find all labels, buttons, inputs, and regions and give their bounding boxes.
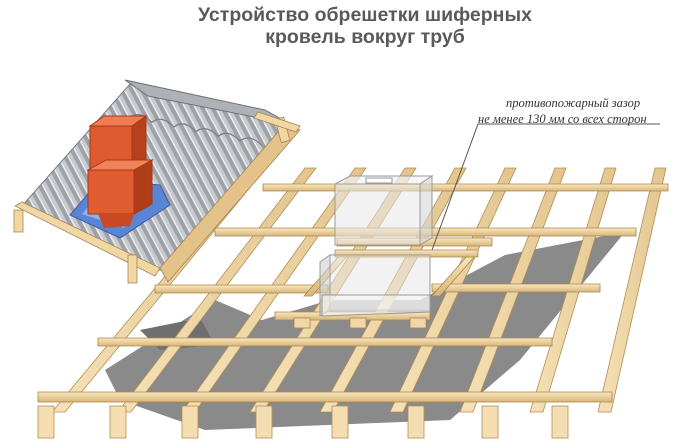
callout-line-2: не менее 130 мм со всех сторон <box>478 112 647 126</box>
fire-gap-callout: противопожарный зазор не менее 130 мм со… <box>478 95 700 127</box>
diagram-title: Устройство обрешетки шиферных кровель во… <box>150 4 580 48</box>
chimney-outline <box>319 175 434 317</box>
title-line-1: Устройство обрешетки шиферных <box>198 4 532 26</box>
callout-line-1: противопожарный зазор <box>506 96 641 110</box>
callout-leader <box>431 123 660 251</box>
title-line-2: кровель вокруг труб <box>265 26 465 48</box>
chimney-brick <box>86 115 154 228</box>
rafter-ends <box>37 405 569 439</box>
slate-roof-sketch <box>13 79 301 284</box>
